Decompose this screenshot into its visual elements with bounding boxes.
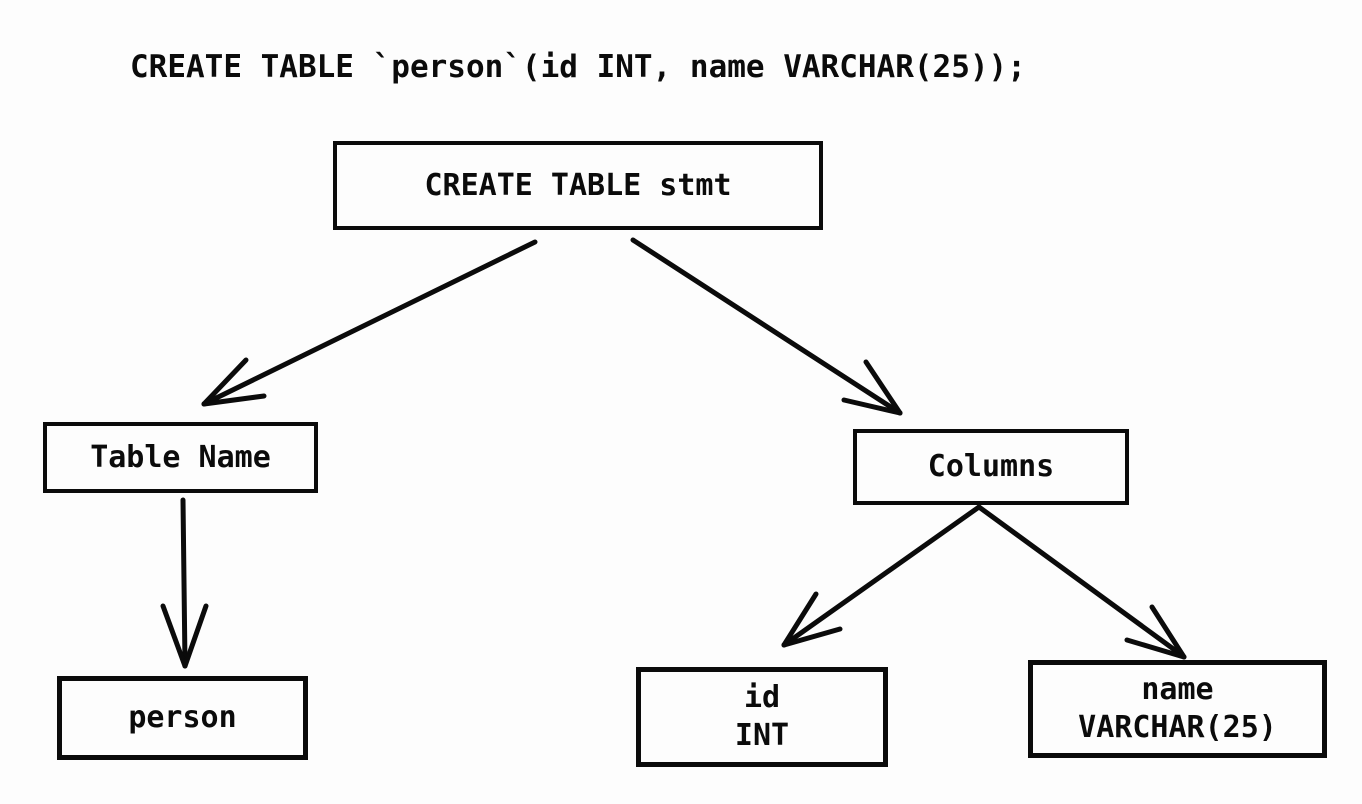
node-person-label: person bbox=[128, 700, 237, 735]
node-table-name: Table Name bbox=[43, 422, 318, 493]
node-column-name: name VARCHAR(25) bbox=[1028, 660, 1327, 758]
node-column-name-label: name VARCHAR(25) bbox=[1078, 672, 1277, 745]
edge-root-to-columns bbox=[630, 237, 903, 416]
node-create-table-stmt-label: CREATE TABLE stmt bbox=[424, 167, 732, 203]
node-columns-label: Columns bbox=[927, 449, 1055, 484]
node-column-id-label: id INT bbox=[734, 680, 790, 753]
edge-columns-to-column-id bbox=[781, 504, 982, 648]
edge-columns-to-column-name bbox=[976, 504, 1187, 660]
node-columns: Columns bbox=[853, 429, 1129, 505]
sql-statement-text: CREATE TABLE `person`(id INT, name VARCH… bbox=[130, 49, 1026, 85]
edge-table-name-to-person bbox=[160, 497, 209, 669]
node-column-id: id INT bbox=[636, 667, 888, 767]
node-create-table-stmt: CREATE TABLE stmt bbox=[333, 141, 823, 230]
node-person: person bbox=[57, 676, 308, 760]
edge-root-to-table-name bbox=[201, 239, 538, 407]
node-table-name-label: Table Name bbox=[90, 439, 271, 475]
